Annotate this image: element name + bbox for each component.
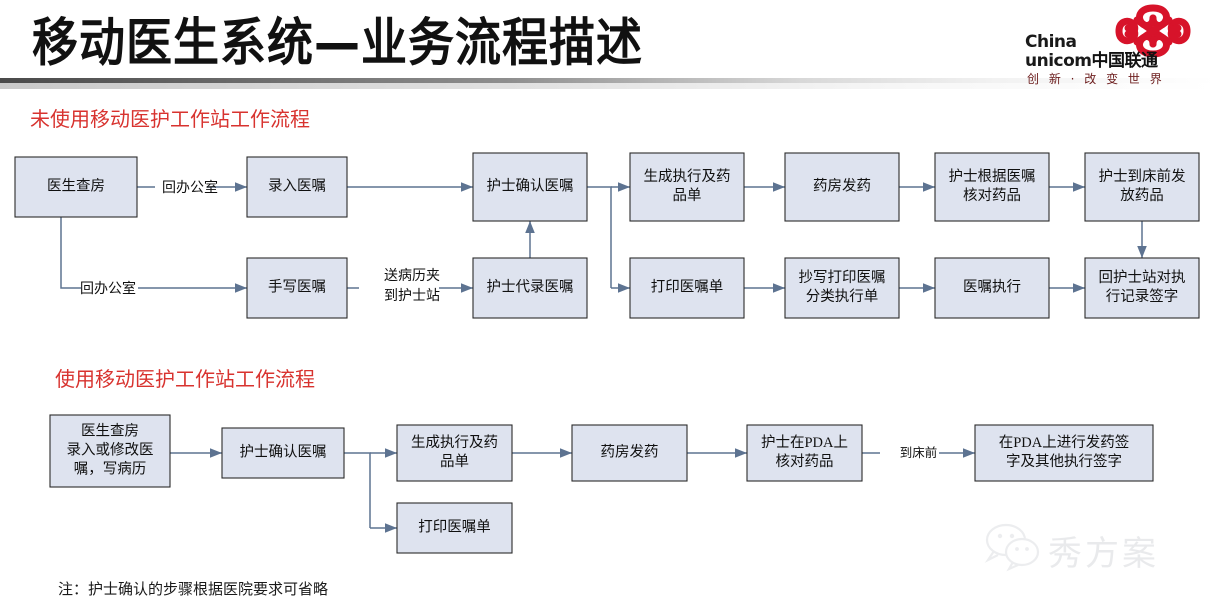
flow-node[interactable]: 药房发药 — [784, 152, 900, 222]
flow-node-label: 生成执行及药 — [411, 434, 498, 451]
section-header-unused-workflow: 未使用移动医护工作站工作流程 — [30, 109, 310, 131]
flow-node-label: 医生查房 — [81, 422, 139, 439]
flow-node-label: 行记录签字 — [1106, 288, 1179, 305]
watermark-text: 秀方案 — [1048, 536, 1159, 573]
flow-node[interactable]: 打印医嘱单 — [396, 502, 513, 554]
page-header: 移动医生系统—业务流程描述 China unicom中国联通 创 新 · 改 变… — [0, 0, 1215, 90]
flow-node-label: 分类执行单 — [806, 288, 879, 305]
unicom-knot-icon — [1115, 4, 1191, 58]
flow-nodes: 医生查房录入医嘱护士确认医嘱生成执行及药品单药房发药护士根据医嘱核对药品护士到床… — [14, 152, 1200, 554]
flow-node-label: 核对药品 — [776, 453, 834, 470]
flow-node[interactable]: 打印医嘱单 — [629, 257, 745, 319]
flow-edge-label: 到床前 — [900, 445, 938, 460]
unicom-tagline: 创 新 · 改 变 世 界 — [1027, 72, 1165, 86]
page-title: 移动医生系统—业务流程描述 — [32, 12, 643, 73]
flow-edges — [60, 182, 1147, 533]
unicom-wordmark-line2: unicom中国联通 — [1025, 53, 1158, 70]
flow-node-label: 在PDA上进行发药签 — [999, 434, 1130, 451]
flow-edge-label: 到护士站 — [384, 288, 440, 304]
flow-node-label: 医嘱执行 — [963, 278, 1021, 295]
china-unicom-logo: China unicom中国联通 创 新 · 改 变 世 界 — [1019, 2, 1209, 86]
flow-node-label: 字及其他执行签字 — [1006, 453, 1122, 470]
flow-node-label: 药房发药 — [813, 177, 871, 194]
flow-edge — [60, 217, 81, 289]
section-header-used-workflow: 使用移动医护工作站工作流程 — [55, 369, 315, 391]
flow-node-label: 生成执行及药 — [644, 168, 731, 185]
flow-node[interactable]: 医嘱执行 — [934, 257, 1050, 319]
flow-node-label: 回护士站对执 — [1099, 269, 1186, 286]
flow-edge-label: 回办公室 — [162, 179, 218, 196]
wechat-icon — [984, 523, 1040, 572]
flow-edge-label: 送病历夹 — [384, 268, 440, 284]
flow-node[interactable]: 医生查房 — [14, 156, 138, 218]
flow-node-label: 录入或修改医 — [67, 441, 154, 458]
unicom-wordmark-line1: China — [1025, 32, 1077, 52]
flow-node-label: 护士确认医嘱 — [487, 177, 574, 194]
flow-node-label: 核对药品 — [963, 187, 1021, 204]
unicom-wordmark: China unicom中国联通 — [1025, 34, 1158, 70]
flow-node-label: 嘱，写病历 — [74, 460, 147, 477]
flow-node-label: 品单 — [673, 187, 702, 204]
flow-node-label: 医生查房 — [47, 177, 105, 194]
flow-node[interactable]: 护士确认医嘱 — [221, 427, 345, 479]
unicom-wordmark-en: unicom — [1025, 51, 1092, 71]
footnote: 注：护士确认的步骤根据医院要求可省略 — [58, 582, 329, 598]
flow-node-label: 护士确认医嘱 — [240, 443, 327, 460]
flow-node-label: 药房发药 — [601, 443, 659, 460]
flow-edge-label: 回办公室 — [80, 280, 136, 297]
flow-node-label: 打印医嘱单 — [418, 518, 491, 535]
unicom-wordmark-cn: 中国联通 — [1091, 51, 1159, 71]
flow-node-label: 护士到床前发 — [1099, 168, 1186, 185]
flow-edge — [587, 186, 612, 288]
title-divider-shadow — [0, 83, 1215, 89]
flow-node-label: 品单 — [440, 453, 469, 470]
title-divider — [0, 78, 1215, 83]
watermark: 秀方案 — [982, 520, 1207, 586]
flow-node[interactable]: 手写医嘱 — [246, 257, 348, 319]
flow-node-label: 抄写打印医嘱 — [799, 269, 886, 286]
flow-node-label: 放药品 — [1120, 187, 1164, 204]
flow-node[interactable]: 药房发药 — [571, 424, 688, 482]
flow-node[interactable]: 护士确认医嘱 — [472, 152, 588, 222]
flow-node[interactable]: 护士代录医嘱 — [472, 257, 588, 319]
flow-node-label: 打印医嘱单 — [651, 278, 724, 295]
flow-node-label: 录入医嘱 — [268, 177, 326, 194]
flow-node-label: 护士在PDA上 — [761, 434, 848, 451]
flow-node-label: 手写医嘱 — [268, 278, 326, 295]
flow-node-label: 护士代录医嘱 — [487, 278, 574, 295]
flow-node[interactable]: 录入医嘱 — [246, 156, 348, 218]
flow-node-label: 护士根据医嘱 — [949, 168, 1036, 185]
flow-edge — [344, 452, 371, 528]
